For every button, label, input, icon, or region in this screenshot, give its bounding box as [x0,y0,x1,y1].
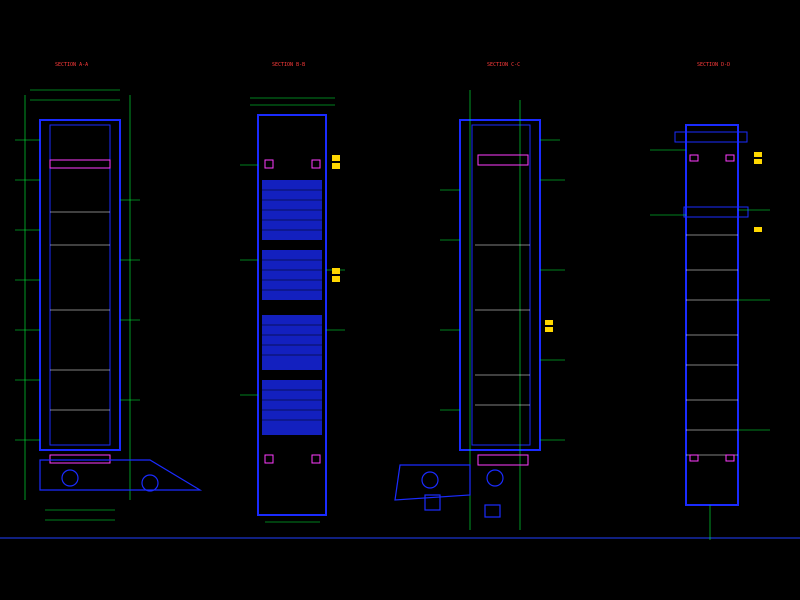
section-b-headers [264,159,321,464]
section-b-tube-lines [262,189,322,421]
section-c-title: SECTION C-C [487,62,520,68]
section-c-inner-casing [471,124,531,446]
section-a-view: SECTION A-A [15,62,203,521]
section-a-dimensions [15,89,140,521]
section-b-dimensions [240,97,345,523]
section-a-title: SECTION A-A [55,62,88,68]
section-d-casing [685,124,739,506]
section-b-callouts [332,155,340,282]
section-a-tube-rows [50,211,110,411]
section-a-headers [49,159,111,464]
section-a-casing [39,119,121,451]
section-c-hopper [394,464,504,518]
section-c-view: SECTION C-C [394,62,565,530]
section-d-mid-flange [683,206,749,218]
section-a-inner-casing [49,124,111,446]
section-a-hopper [39,459,203,492]
section-d-callouts [754,152,762,232]
section-b-view: SECTION B-B [240,62,345,523]
section-c-callouts [545,320,553,332]
section-d-title: SECTION D-D [697,62,730,68]
section-d-dimensions [650,149,770,540]
section-c-headers [477,154,529,466]
section-c-dimensions [440,90,565,530]
section-d-tube-rows [686,234,738,456]
section-d-view: SECTION D-D [650,62,770,540]
section-c-tube-rows [475,244,530,406]
section-b-title: SECTION B-B [272,62,305,68]
section-d-headers [689,154,735,462]
section-b-casing [257,114,327,516]
section-c-casing [459,119,541,451]
section-d-top-flange [674,131,748,143]
